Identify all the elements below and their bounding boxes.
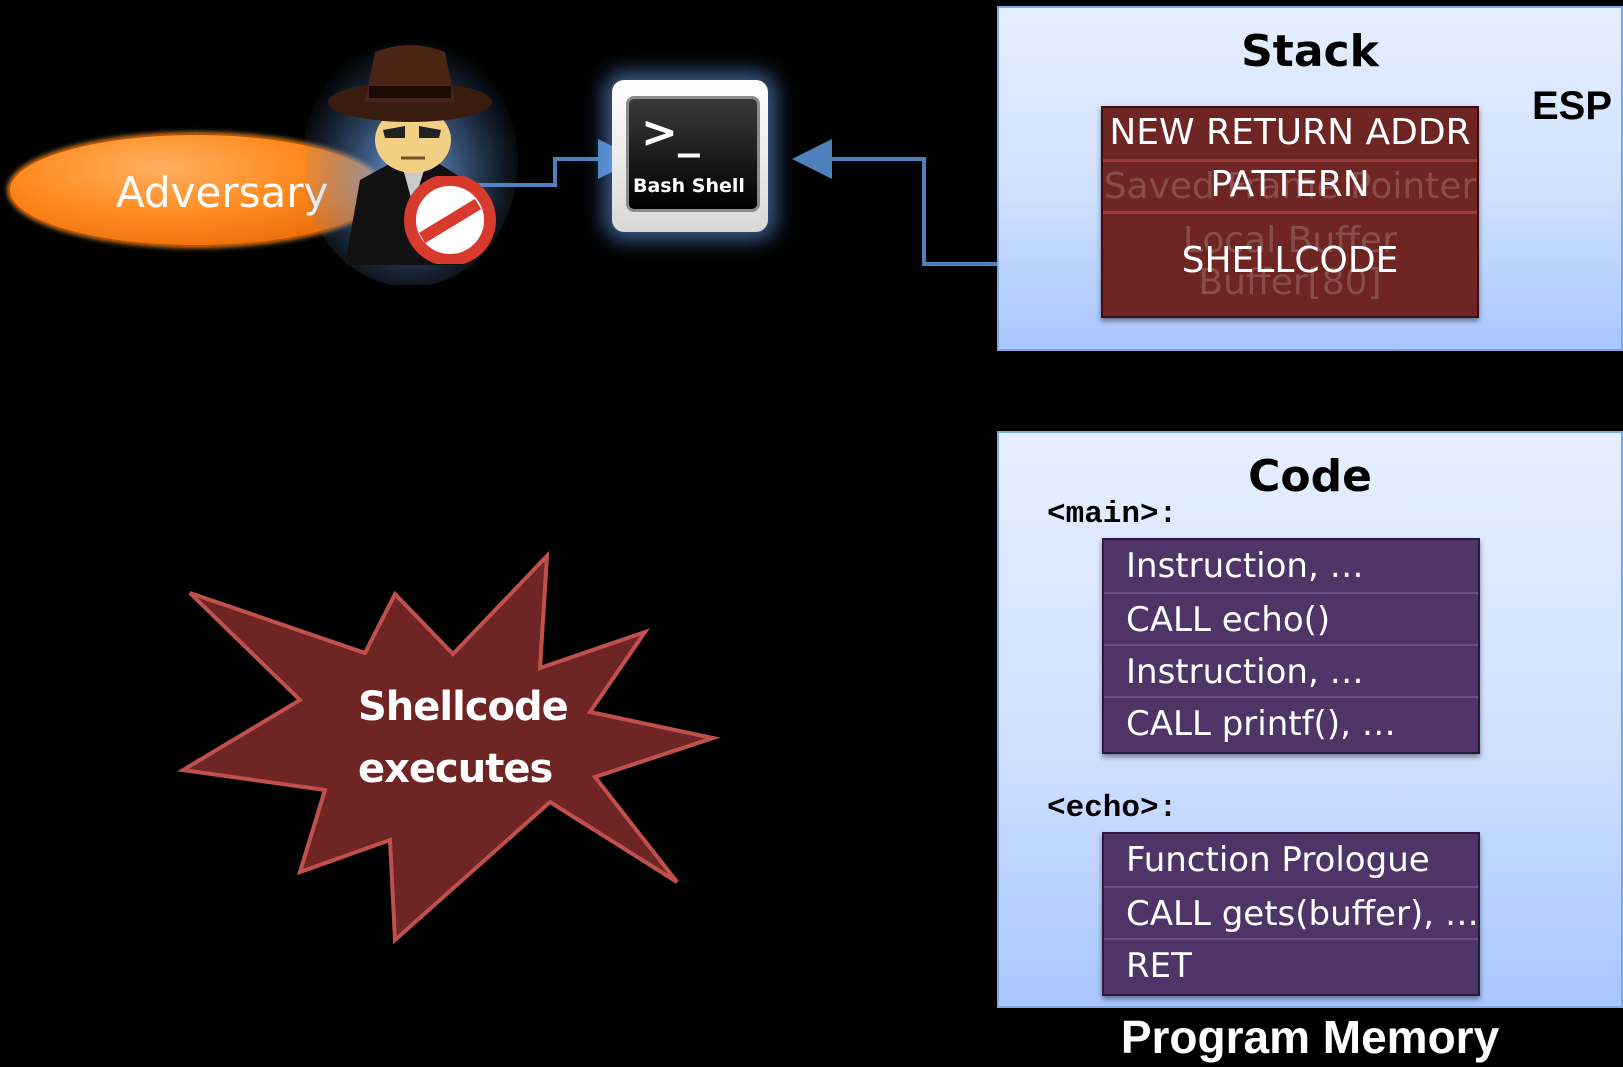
main-row[interactable]: Instruction, … <box>1126 546 1364 586</box>
stack-ghost-saved-fp: Saved Frame Pointer <box>1103 166 1477 207</box>
program-memory-title: Program Memory <box>1120 1011 1500 1063</box>
stack-ghost-buffer-size: Buffer[80] <box>1198 262 1382 303</box>
code-panel: Code <main>: Instruction, … CALL echo() … <box>997 431 1623 1008</box>
shellcode-burst <box>177 550 721 945</box>
stack-panel: Stack NEW RETURN ADDR Saved Frame Pointe… <box>997 6 1623 351</box>
main-row[interactable]: CALL printf(), … <box>1104 696 1478 748</box>
shell-prompt: >_ <box>641 107 700 158</box>
stack-divider <box>1103 211 1477 214</box>
burst-line1: Shellcode <box>358 684 569 730</box>
stack-cell-shellcode[interactable]: SHELLCODE <box>1181 240 1399 281</box>
stack-divider <box>1103 159 1477 162</box>
stack-ghost-local-buffer: Local Buffer <box>1182 220 1397 261</box>
echo-code-box: Function Prologue CALL gets(buffer), … R… <box>1102 832 1480 996</box>
burst-line2: executes <box>358 746 553 792</box>
adversary-label: Adversary <box>116 168 329 217</box>
no-entry-icon <box>404 176 496 264</box>
stack-frame: NEW RETURN ADDR Saved Frame Pointer PATT… <box>1101 106 1479 318</box>
bash-shell-tile[interactable]: >_ Bash Shell <box>612 80 768 232</box>
stack-cell-return-addr[interactable]: NEW RETURN ADDR <box>1109 112 1471 153</box>
main-row[interactable]: Instruction, … <box>1104 644 1478 696</box>
terminal-icon: >_ Bash Shell <box>626 96 760 212</box>
stack-cell-pattern[interactable]: PATTERN <box>1210 164 1370 205</box>
code-title: Code <box>1248 451 1372 502</box>
echo-row[interactable]: Function Prologue <box>1126 840 1430 880</box>
stack-title: Stack <box>1241 26 1379 77</box>
main-code-box: Instruction, … CALL echo() Instruction, … <box>1102 538 1480 754</box>
esp-label: ESP <box>1532 84 1613 128</box>
echo-row[interactable]: RET <box>1104 938 1478 990</box>
echo-row[interactable]: CALL gets(buffer), … <box>1104 886 1478 938</box>
echo-label: <echo>: <box>1047 791 1178 826</box>
main-row[interactable]: CALL echo() <box>1104 592 1478 644</box>
main-label: <main>: <box>1047 497 1178 532</box>
shell-label: Bash Shell <box>633 175 745 197</box>
